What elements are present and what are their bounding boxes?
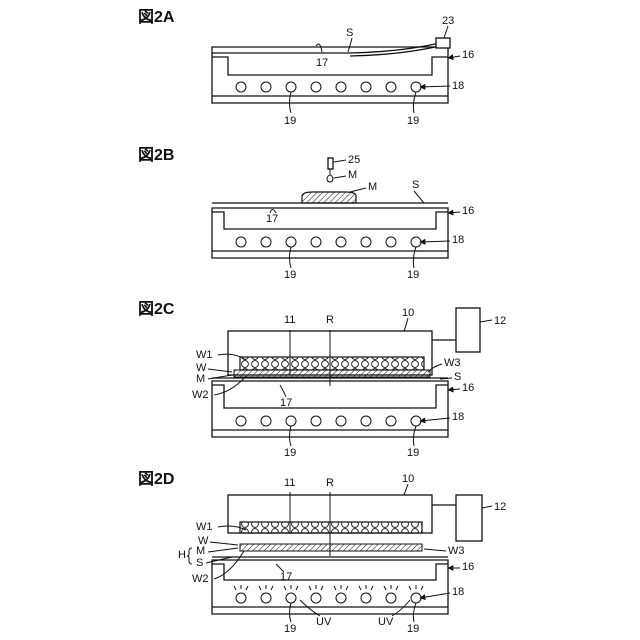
- label-18: 18: [452, 80, 464, 92]
- label-w2: W2: [192, 573, 209, 585]
- uv-lamp-18-row: [236, 237, 421, 247]
- label-19-right: 19: [407, 447, 419, 459]
- uv-lamp-18-row: [236, 82, 421, 92]
- figure-2d: 図2D 11 R: [138, 470, 506, 635]
- label-m: M: [196, 373, 205, 385]
- label-h: H: [178, 549, 186, 561]
- figure-2c-title: 図2C: [138, 300, 175, 318]
- label-17: 17: [266, 213, 278, 225]
- label-w3: W3: [444, 357, 461, 369]
- label-s: S: [346, 27, 353, 39]
- label-16: 16: [462, 49, 474, 61]
- controller-12: [456, 495, 482, 541]
- label-16: 16: [462, 382, 474, 394]
- label-11: 11: [284, 477, 295, 489]
- figure-2d-title: 図2D: [138, 470, 174, 488]
- label-w2: W2: [192, 389, 209, 401]
- uv-rays: [234, 585, 423, 590]
- stage-16: [212, 47, 448, 103]
- label-w1: W1: [196, 349, 213, 361]
- label-uv-right: UV: [378, 616, 394, 628]
- figure-2c: 図2C 11 R 10 12 W1 W3 W M: [138, 300, 506, 459]
- figure-2a-title: 図2A: [138, 8, 175, 26]
- stage-16: [212, 203, 448, 258]
- figure-2b: 図2B 25 M M S 17 16 18: [138, 146, 474, 281]
- label-m: M: [196, 545, 205, 557]
- label-17: 17: [316, 57, 328, 69]
- label-18: 18: [452, 586, 464, 598]
- label-12: 12: [494, 501, 506, 513]
- label-10: 10: [402, 307, 414, 319]
- uv-lamp-18-row: [236, 416, 421, 426]
- label-23: 23: [442, 15, 454, 27]
- label-s: S: [196, 557, 203, 569]
- cured-resin-m: [240, 544, 422, 551]
- mold-11: [240, 357, 424, 370]
- label-19-left: 19: [284, 115, 296, 127]
- label-19-right: 19: [407, 115, 419, 127]
- label-19-right: 19: [407, 269, 419, 281]
- stage-16: [212, 381, 448, 437]
- label-19-left: 19: [284, 269, 296, 281]
- label-m-puddle: M: [368, 181, 377, 193]
- label-11: 11: [284, 314, 295, 326]
- figure-2b-title: 図2B: [138, 146, 174, 164]
- label-s: S: [454, 371, 461, 383]
- label-17: 17: [280, 571, 292, 583]
- label-16: 16: [462, 561, 474, 573]
- resin-m-puddle: [302, 192, 356, 203]
- label-16: 16: [462, 205, 474, 217]
- controller-12: [456, 308, 480, 352]
- label-25: 25: [348, 154, 360, 166]
- label-19-left: 19: [284, 447, 296, 459]
- label-w3: W3: [448, 545, 465, 557]
- label-17: 17: [280, 397, 292, 409]
- uv-lamp-18-row: [236, 593, 421, 603]
- label-r: R: [326, 477, 334, 489]
- label-12: 12: [494, 315, 506, 327]
- label-s: S: [412, 179, 419, 191]
- label-18: 18: [452, 234, 464, 246]
- label-uv-left: UV: [316, 616, 332, 628]
- dispenser-25: [327, 158, 333, 182]
- resin-m-layer: [234, 370, 430, 377]
- label-19-left: 19: [284, 623, 296, 635]
- figure-2a: 図2A S 23 16 17 18 19 19: [138, 8, 474, 127]
- mold-11: [240, 522, 422, 533]
- leader-17: [316, 44, 322, 52]
- peel-roller-23: [436, 38, 450, 48]
- label-m-drop: M: [348, 169, 357, 181]
- label-18: 18: [452, 411, 464, 423]
- label-w1: W1: [196, 521, 213, 533]
- label-r: R: [326, 314, 334, 326]
- label-10: 10: [402, 473, 414, 485]
- label-19-right: 19: [407, 623, 419, 635]
